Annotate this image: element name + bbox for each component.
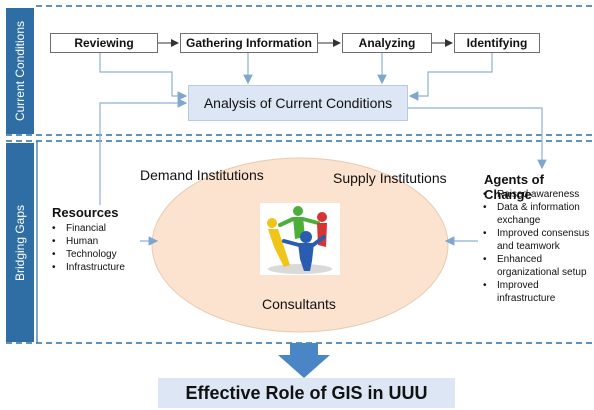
resources-item: Technology: [50, 248, 125, 261]
agents-item-line: infrastructure: [497, 293, 556, 304]
agents-item-line: Enhanced: [497, 254, 543, 265]
resources-list: FinancialHumanTechnologyInfrastructure: [50, 222, 125, 274]
connector-resources-to-analysis: [99, 98, 188, 205]
resources-item: Human: [50, 235, 125, 248]
section-label-current-conditions: Current Conditions: [6, 8, 34, 134]
section-label-bridging-gaps: Bridging Gaps: [6, 143, 34, 342]
consultants-label: Consultants: [262, 296, 336, 312]
agents-item: Data & information exchange: [481, 201, 593, 227]
resources-item: Infrastructure: [50, 261, 125, 274]
step-gathering-information: Gathering Information: [180, 33, 318, 53]
connector-analysis-to-agents: [408, 107, 547, 170]
bridging-gaps-label: Bridging Gaps: [13, 204, 28, 281]
resources-title: Resources: [52, 205, 119, 220]
agents-item-line: Raised awareness: [497, 189, 580, 200]
people-circle-icon: [260, 203, 340, 275]
agents-of-change-list: Raised awarenessData & information exchan…: [481, 188, 593, 305]
agents-item-line: Improved: [497, 280, 539, 291]
agents-item-line: and teamwork: [497, 241, 560, 252]
agents-item: Improved infrastructure: [481, 279, 593, 305]
supply-institutions-label: Supply Institutions: [333, 170, 447, 186]
effective-role-banner: Effective Role of GIS in UUU: [158, 378, 455, 408]
agents-item-line: Data & information: [497, 202, 580, 213]
agents-item-line: Improved consensus: [497, 228, 590, 239]
agents-item: Raised awareness: [481, 188, 593, 201]
current-conditions-label: Current Conditions: [13, 20, 27, 122]
analysis-of-current-conditions-box: Analysis of Current Conditions: [188, 85, 408, 121]
step-identifying: Identifying: [454, 33, 540, 53]
agents-item: Improved consensus and teamwork: [481, 227, 593, 253]
connector-reviewing: [99, 53, 188, 101]
agents-item: Enhanced organizational setup: [481, 253, 593, 279]
step-analyzing: Analyzing: [342, 33, 432, 53]
resources-item: Financial: [50, 222, 125, 235]
demand-institutions-label: Demand Institutions: [140, 167, 264, 183]
agents-item-line: organizational setup: [497, 267, 587, 278]
step-reviewing: Reviewing: [50, 33, 158, 53]
connector-identifying: [408, 53, 493, 101]
agents-item-line: exchange: [497, 215, 541, 226]
down-arrow-icon: [278, 343, 330, 378]
